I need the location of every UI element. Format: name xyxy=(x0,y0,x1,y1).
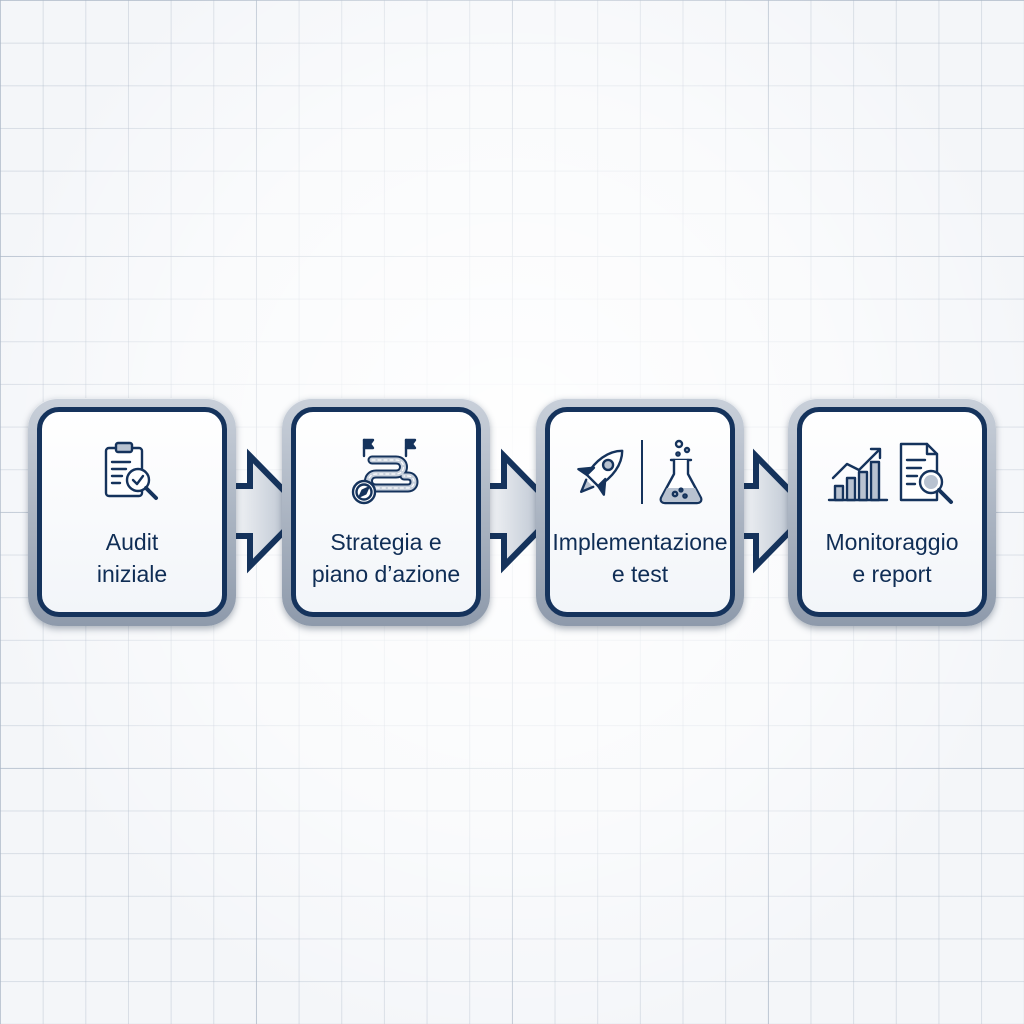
step-label: Monitoraggio e report xyxy=(798,526,986,590)
step-icons xyxy=(296,436,476,508)
report-magnifier-icon xyxy=(899,442,953,504)
step-label: Audit iniziale xyxy=(38,526,226,590)
clipboard-check-magnifier-icon xyxy=(104,441,158,500)
step-label-line-2: e test xyxy=(611,561,669,587)
step-monitoring: Monitoraggio e report xyxy=(788,398,996,626)
roadmap-flags-compass-icon xyxy=(351,438,419,505)
step-card: Strategia e piano d’azione xyxy=(291,407,481,617)
step-card: Audit iniziale xyxy=(37,407,227,617)
step-label-line-1: Implementazione xyxy=(552,529,728,555)
step-audit: Audit iniziale xyxy=(28,398,236,626)
step-icons xyxy=(42,436,222,508)
rocket-icon xyxy=(577,449,624,496)
step-label-line-1: Monitoraggio xyxy=(825,529,959,555)
icon-divider xyxy=(641,440,643,504)
step-label-line-2: e report xyxy=(852,561,932,587)
step-label: Implementazione e test xyxy=(546,526,734,590)
growth-chart-icon xyxy=(827,447,889,502)
step-label-line-1: Audit xyxy=(105,529,159,555)
step-label-line-1: Strategia e xyxy=(330,529,442,555)
step-card: Monitoraggio e report xyxy=(797,407,987,617)
step-strategy: Strategia e piano d’azione xyxy=(282,398,490,626)
step-card: Implementazione e test xyxy=(545,407,735,617)
step-implementation: Implementazione e test xyxy=(536,398,744,626)
step-icons xyxy=(802,436,982,508)
step-label-line-2: iniziale xyxy=(96,561,168,587)
step-icons xyxy=(550,436,730,508)
step-label-line-2: piano d’azione xyxy=(311,561,461,587)
flask-icon xyxy=(659,439,703,505)
step-label: Strategia e piano d’azione xyxy=(292,526,480,590)
